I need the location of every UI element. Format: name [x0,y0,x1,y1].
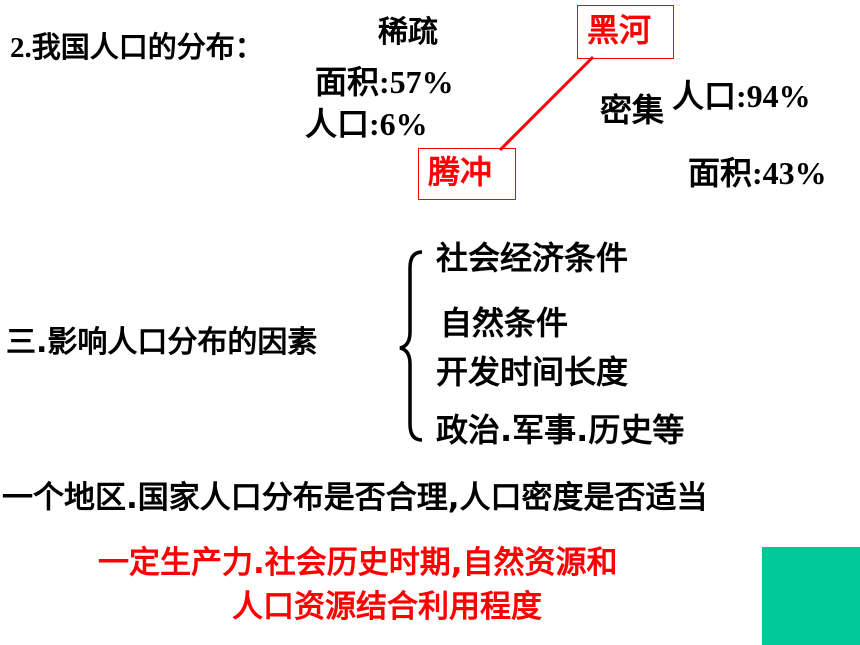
heihe-box [577,5,674,59]
answer-line-1: 一定生产力.社会历史时期,自然资源和 [98,545,618,581]
section3-title: 三.影响人口分布的因素 [6,325,318,360]
section2-title: 2.我国人口的分布： [10,32,264,64]
sparse-label: 稀疏 [378,15,438,50]
sparse-population: 人口:6% [305,106,428,142]
factor-political-history: 政治.军事.历史等 [436,411,685,449]
factor-natural: 自然条件 [440,304,569,342]
dense-population: 人口:94% [672,78,811,114]
sparse-area: 面积:57% [315,64,454,100]
answer-line-2: 人口资源结合利用程度 [232,589,542,625]
heihe-label: 黑河 [587,11,652,49]
dense-area: 面积:43% [688,155,827,191]
tengchong-label: 腾冲 [428,153,493,191]
tengchong-box [418,148,516,200]
dense-label: 密集 [600,91,665,129]
factor-development-time: 开发时间长度 [436,353,629,391]
factors-brace [399,250,423,442]
factor-socioeconomic: 社会经济条件 [436,239,629,277]
statement-question: 一个地区.国家人口分布是否合理,人口密度是否适当 [2,480,708,516]
green-block [762,547,860,645]
